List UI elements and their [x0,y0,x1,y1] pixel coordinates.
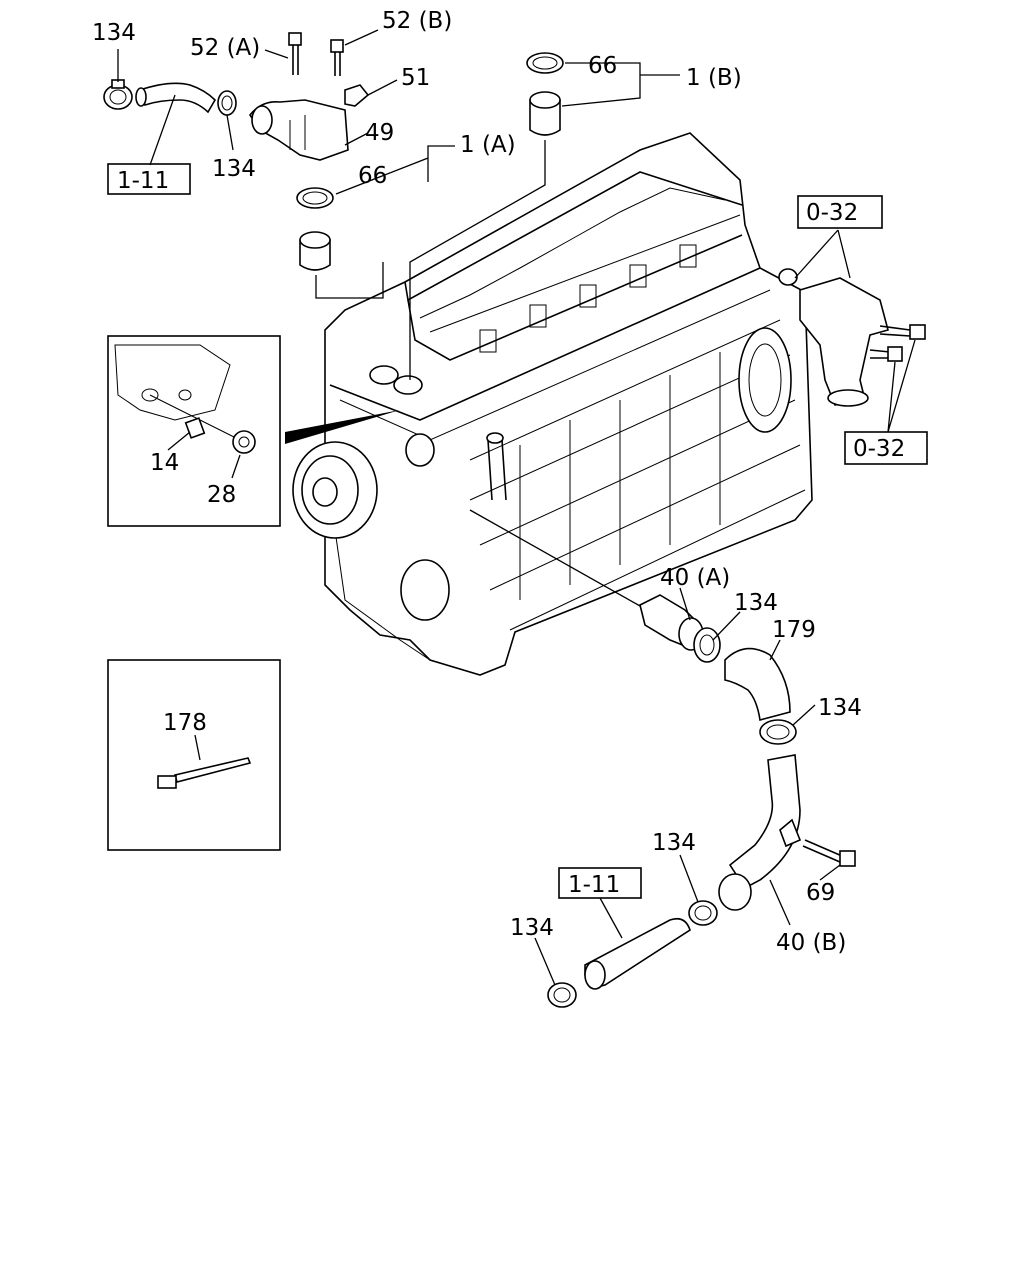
label-28: 28 [207,482,236,508]
inset-box-drain-plug [107,335,281,527]
pipe-40b-drawing [718,754,802,911]
hose-179-drawing [724,647,791,722]
hose-clamp-lower-drawing [688,900,718,926]
label-134-hose-clamp: 134 [212,156,256,182]
ref-box-0-32-bottom [844,431,928,465]
thermostat-housing-drawing [249,99,349,161]
thermostat-1b-drawing [529,91,561,136]
cable-tie-178-drawing [157,757,252,789]
label-1b: 1 (B) [686,65,742,91]
label-51: 51 [401,65,430,91]
inset-pointer-wedge [285,410,400,444]
hose-clamp-mid-drawing [693,627,721,663]
label-69: 69 [806,880,835,906]
clip-51-drawing [344,84,370,107]
bolt-right-upper-drawing [879,324,926,340]
label-134-top-left: 134 [92,20,136,46]
label-134-lower: 134 [652,830,696,856]
bolt-69-drawing [802,839,856,867]
seal-ring-66-left-drawing [296,187,334,209]
bolt-52a-drawing [288,32,302,75]
ref-box-1-11-bottom [558,867,642,899]
thermostat-1a-drawing [299,231,331,271]
label-134-bottom: 134 [510,915,554,941]
hose-clamp-bottom-drawing [547,982,577,1008]
water-outlet-pipe-drawing [778,268,889,407]
bolt-52b-drawing [330,39,344,76]
label-49: 49 [365,120,394,146]
ref-box-1-11-top [107,163,191,195]
seal-ring-66-right-drawing [526,52,564,74]
label-66-left: 66 [358,163,387,189]
label-66-right: 66 [588,53,617,79]
upper-hose-drawing [135,82,217,114]
bolt-right-lower-drawing [869,346,903,362]
label-179: 179 [772,617,816,643]
ref-label-0-32-top: 0-32 [806,200,858,226]
label-14: 14 [150,450,179,476]
ref-label-0-32-bottom: 0-32 [853,436,905,462]
label-52b: 52 (B) [382,8,452,34]
hose-clamp-near-housing-drawing [217,90,237,116]
ref-label-1-11-bottom: 1-11 [568,872,620,898]
label-1a: 1 (A) [460,132,516,158]
label-178: 178 [163,710,207,736]
lower-hose-drawing [584,917,691,990]
engine-block-drawing [324,132,813,676]
label-134-mid: 134 [734,590,778,616]
hose-clamp-top-left-drawing [103,79,133,110]
water-pump-pulley-drawing [292,441,378,539]
label-40b: 40 (B) [776,930,846,956]
inset-drain-detail-drawing [114,344,256,454]
ref-label-1-11-top: 1-11 [117,168,169,194]
label-134-right: 134 [818,695,862,721]
label-52a: 52 (A) [190,35,260,61]
label-40a: 40 (A) [660,565,730,591]
ref-box-0-32-top [797,195,883,229]
hose-clamp-right-drawing [759,719,797,745]
inset-box-cable-tie [107,659,281,851]
